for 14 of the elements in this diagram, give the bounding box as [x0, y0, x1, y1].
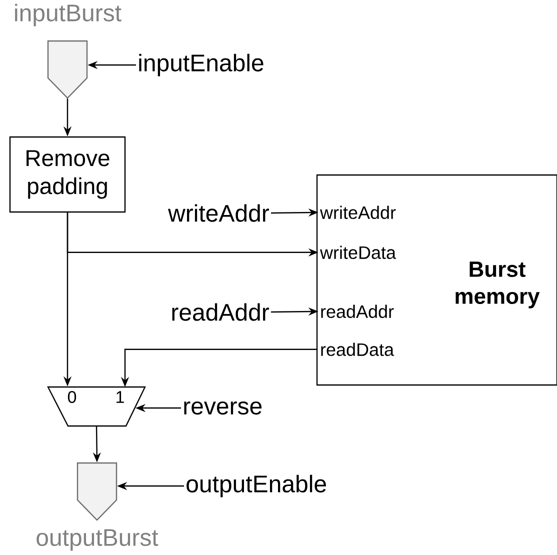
port-shape — [76, 462, 118, 521]
port-shape — [47, 40, 88, 99]
port-name: inputBurst — [15, 4, 122, 26]
signal-label: readAddr — [172, 303, 269, 321]
process-box: Remove padding — [9, 136, 126, 213]
signal-label: reverse — [184, 401, 262, 415]
pin-label: writeAddr — [320, 206, 396, 219]
pin-label: writeData — [320, 246, 396, 259]
pin-label: readData — [321, 342, 394, 356]
signal-label: inputEnable — [139, 54, 264, 76]
signal-label: writeAddr — [168, 204, 269, 222]
port-name: outputBurst — [36, 529, 158, 551]
signal-label: outputEnable — [186, 474, 326, 498]
pin-label: readAddr — [321, 304, 394, 318]
